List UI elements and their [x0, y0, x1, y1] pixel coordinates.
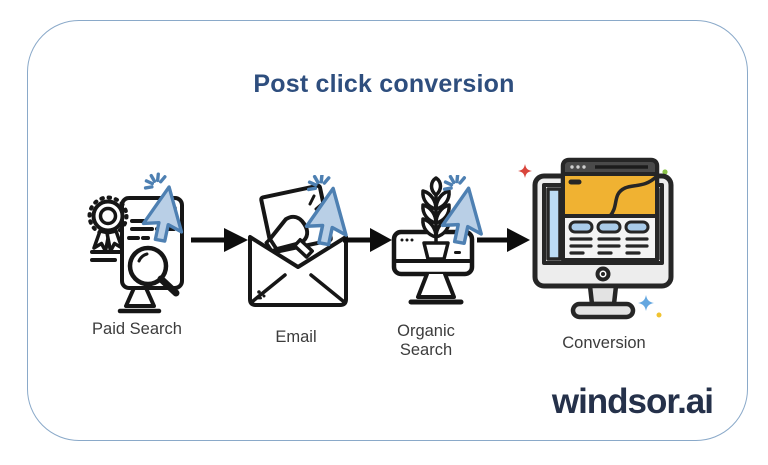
sparkle-yellow: [656, 312, 662, 318]
arrow-right-icon: [343, 228, 392, 252]
organic-search-icon: [391, 175, 483, 305]
arrow-right-icon: [477, 228, 530, 252]
conversion-monitor-icon: [518, 157, 674, 320]
step-label-conversion: Conversion: [562, 334, 646, 352]
sparkle-red: [518, 164, 532, 178]
sparkle-green: [662, 169, 668, 175]
windsor-logo: windsor.ai: [551, 382, 714, 421]
step-label-organic-search: Organic Search: [397, 322, 455, 359]
paid-search-icon: [87, 172, 184, 314]
step-label-email: Email: [275, 328, 317, 346]
arrow-right-icon: [191, 228, 248, 252]
email-icon: [248, 175, 348, 307]
diagram-title: Post click conversion: [253, 70, 515, 98]
sparkle-blue: [638, 295, 654, 311]
card-border: [27, 20, 748, 441]
step-label-paid-search: Paid Search: [92, 320, 182, 338]
